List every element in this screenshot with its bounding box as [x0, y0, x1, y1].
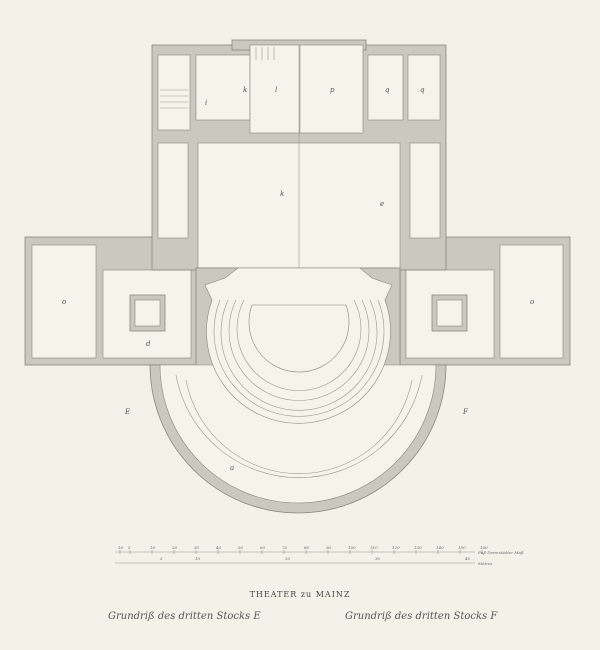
seating-rows — [175, 299, 423, 479]
feet-tick-label: 70 — [282, 545, 288, 550]
feet-tick-label: 60 — [260, 545, 266, 550]
feet-tick-label: 110 — [370, 545, 378, 550]
room-l — [249, 44, 301, 134]
feet-tick-label: 120 — [392, 545, 400, 550]
label-stair-left: d — [146, 340, 151, 348]
feet-tick-label: 20 — [171, 545, 178, 550]
feet-tick-label: 40 — [215, 545, 222, 550]
label-p: p — [330, 86, 335, 94]
section-mark-f: F — [462, 408, 469, 416]
feet-tick-label: 10 — [118, 545, 124, 550]
label-k: k — [243, 86, 247, 94]
feet-tick-label: 150 — [458, 545, 466, 550]
left-wing-room — [31, 244, 97, 359]
feet-tick-label: 140 — [436, 545, 444, 550]
feet-tick-label: 50 — [238, 545, 244, 550]
feet-tick-label: 80 — [304, 545, 310, 550]
metres-tick-label: 5 — [160, 556, 163, 561]
feet-tick-label: 5 — [128, 545, 131, 550]
feet-tick-label: 10 — [150, 545, 156, 550]
metres-tick-label: 20 — [284, 556, 291, 561]
right-wing-room — [499, 244, 564, 359]
room-p — [299, 44, 364, 134]
section-mark-e: E — [124, 408, 130, 416]
plate-title: THEATER zu MAINZ — [249, 590, 351, 599]
label-auditorium: a — [230, 464, 234, 472]
room-q1 — [367, 54, 404, 121]
feet-tick-label: 90 — [326, 545, 332, 550]
room-i — [195, 54, 251, 121]
metres-tick-label: 10 — [195, 556, 201, 561]
label-stage: k — [280, 190, 284, 198]
label-l: l — [275, 86, 277, 94]
label-wing-right: o — [530, 298, 534, 306]
feet-tick-label: 130 — [414, 545, 422, 550]
caption-left: Grundriß des dritten Stocks E — [108, 611, 261, 622]
label-q1: q — [385, 86, 390, 94]
feet-tick-label: 160 — [480, 545, 488, 550]
label-q2: q — [420, 86, 425, 94]
feet-tick-label: 100 — [348, 545, 356, 550]
label-i: i — [205, 99, 207, 107]
room-q2 — [407, 54, 441, 121]
scale-bar: 10 5 10 20 30 40 50 60 70 80 90 100 110 120 130 140 150 1… — [115, 545, 524, 566]
metres-tick-label: 40 — [464, 556, 471, 561]
feet-label: Fuß Darmstädter Maß — [477, 550, 524, 555]
label-wing-left: o — [62, 298, 66, 306]
feet-tick-label: 30 — [194, 545, 200, 550]
metres-tick-label: 30 — [375, 556, 381, 561]
label-side: e — [380, 200, 384, 208]
metres-label: Mètres — [477, 561, 492, 566]
caption-right: Grundriß des dritten Stocks F — [345, 611, 498, 622]
